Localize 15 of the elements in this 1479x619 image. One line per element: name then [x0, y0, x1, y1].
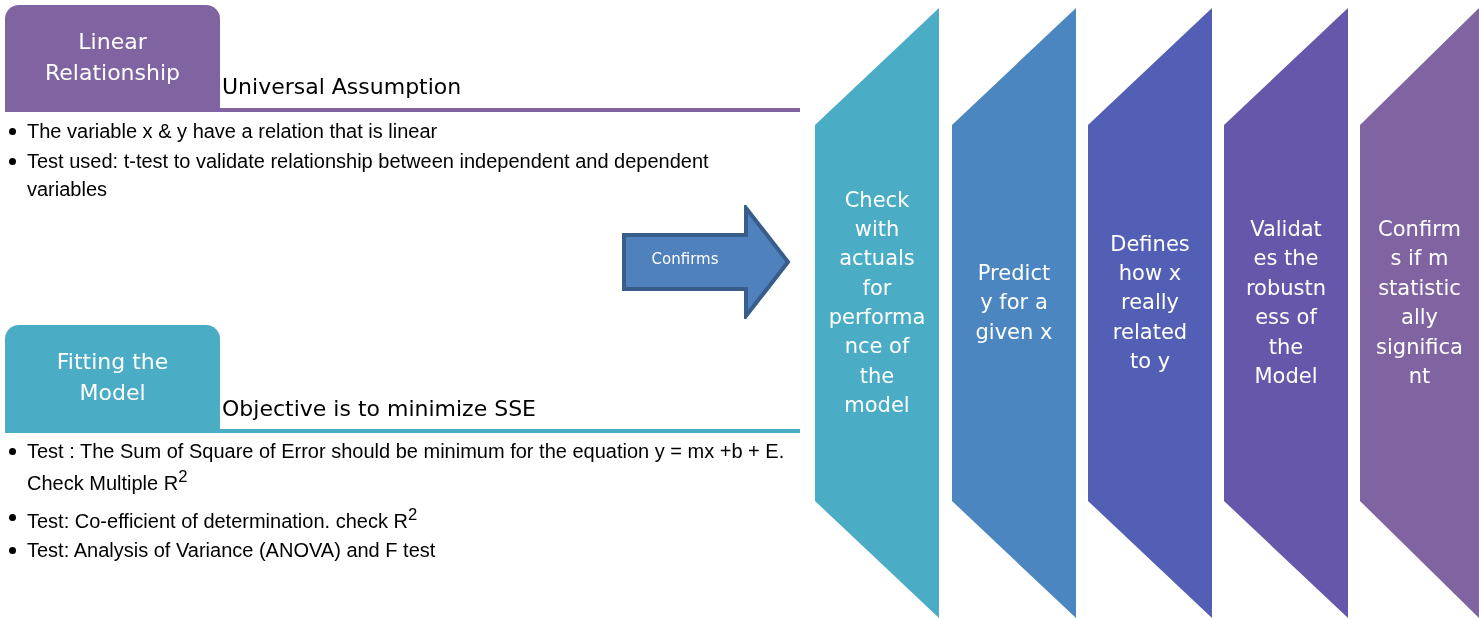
step-text: Confirm s if m statistic ally significa nt	[1375, 216, 1464, 390]
section-heading: Objective is to minimize SSE	[222, 396, 536, 421]
section-heading: Universal Assumption	[222, 74, 462, 99]
section-tab: Linear Relationship	[5, 5, 220, 111]
arrow-label: Confirms	[650, 249, 720, 270]
bullet-text: The variable x & y have a relation that is linear	[27, 119, 439, 144]
step-text: Defines how x really related to y	[1109, 230, 1191, 376]
step-text: Predict y for a given x	[974, 260, 1054, 346]
step-text: Validat es the robustn ess of the Model	[1244, 216, 1328, 390]
bullet-text: Test used: t-test to validate relationship between independent and dependent variables	[27, 149, 710, 202]
step-text: Check with actuals for performa nce of the model	[827, 186, 927, 420]
section-tab: Fitting the Model	[5, 325, 220, 431]
bullet-text: Test : The Sum of Square of Error should be minimum for the equation y = mx +b + E. Check Multiple R$^{2}$	[27, 439, 786, 496]
bullet-text: Test: Co-efficient of determination. check R$^{2}$	[27, 504, 419, 534]
bullet-text: Test: Analysis of Variance (ANOVA) and F test	[27, 538, 437, 563]
